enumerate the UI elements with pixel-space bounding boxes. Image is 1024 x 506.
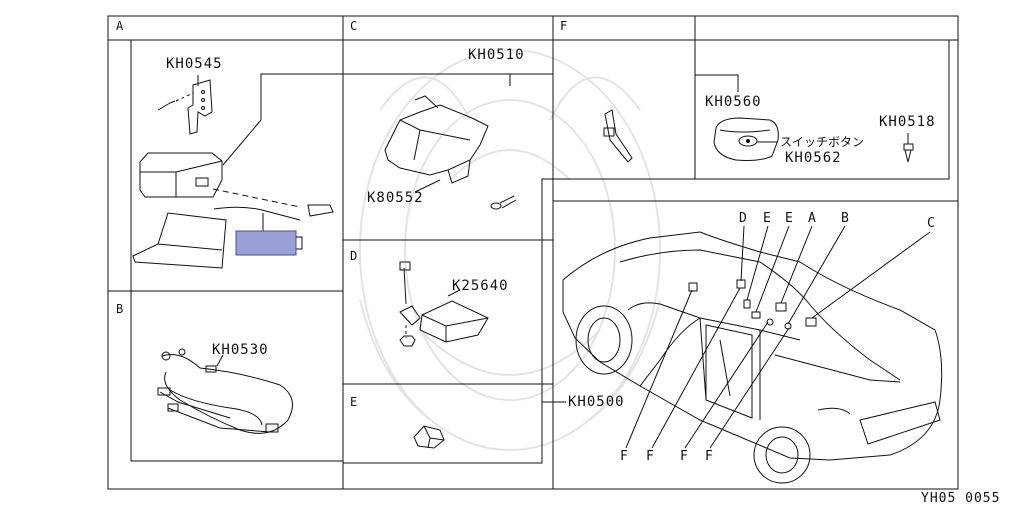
part-kh0510[interactable]: KH0510 <box>468 47 525 63</box>
part-kh0500[interactable]: KH0500 <box>568 394 625 410</box>
switch-button-label: スイッチボタン <box>780 135 865 149</box>
part-k80552[interactable]: K80552 <box>367 190 424 206</box>
callout-d: D <box>739 211 748 226</box>
part-kh0562[interactable]: KH0562 <box>785 150 842 166</box>
diagram-code: YH05 0055 <box>921 491 1001 506</box>
box-de-frame <box>343 40 695 463</box>
vehicle-drawing <box>563 232 942 483</box>
part-kh0560[interactable]: KH0560 <box>705 94 762 110</box>
kh0530-harness-drawing <box>158 349 293 433</box>
k80552-unit-drawing <box>385 74 510 192</box>
highlight-box <box>236 231 296 255</box>
watermark-emblem <box>360 50 660 450</box>
section-label-e: E <box>350 395 358 409</box>
k25640-unit-drawing <box>400 262 488 346</box>
screw-c-drawing <box>491 196 516 209</box>
callout-b: B <box>841 211 850 226</box>
kh0545-bracket-drawing <box>158 75 212 134</box>
box-b-frame <box>131 291 343 461</box>
callout-f1: F <box>620 449 629 464</box>
section-label-b: B <box>116 302 124 316</box>
cable-tie-drawing <box>604 110 632 162</box>
callout-leaders <box>626 226 930 448</box>
box-f-frame <box>695 40 949 179</box>
callout-f3: F <box>680 449 689 464</box>
kh0560-switch-drawing <box>695 75 778 161</box>
section-label-a: A <box>116 19 124 33</box>
callout-e2: E <box>785 211 794 226</box>
section-label-f: F <box>560 19 568 33</box>
kh0518-screw-drawing <box>904 133 913 162</box>
section-label-c: C <box>350 19 358 33</box>
callout-a: A <box>808 211 817 226</box>
part-kh0518[interactable]: KH0518 <box>879 114 936 130</box>
control-unit-drawing <box>140 153 333 232</box>
part-kh0545[interactable]: KH0545 <box>166 56 223 72</box>
kh0545-leader <box>223 74 553 165</box>
mounting-plate-drawing <box>133 213 226 268</box>
callout-f2: F <box>646 449 655 464</box>
part-k25640[interactable]: K25640 <box>452 278 509 294</box>
callout-c: C <box>927 216 936 231</box>
section-label-d: D <box>350 249 358 263</box>
highlight-tab <box>296 237 302 249</box>
callout-f4: F <box>705 449 714 464</box>
e-clip-drawing <box>414 426 444 448</box>
callout-e1: E <box>763 211 772 226</box>
part-kh0530[interactable]: KH0530 <box>212 342 269 358</box>
